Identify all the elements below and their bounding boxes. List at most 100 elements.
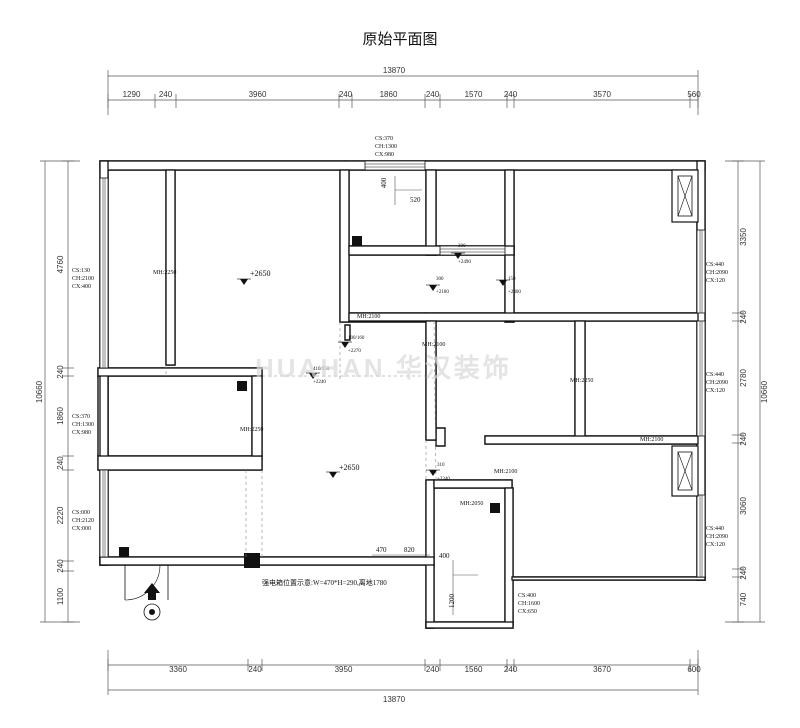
pipe-shaft-inner bbox=[677, 175, 693, 217]
column-marker bbox=[237, 381, 247, 391]
top-segment-dim: 240 bbox=[426, 90, 440, 99]
bottom-segment-dim: 240 bbox=[504, 665, 518, 674]
ceiling-height-label: 310 bbox=[437, 463, 445, 468]
windows bbox=[99, 160, 706, 578]
ceiling-height-label: +2180 bbox=[436, 290, 449, 295]
top-segment-dim: 1570 bbox=[465, 90, 483, 99]
ceiling-height-label: +2490 bbox=[458, 260, 471, 265]
bottom-segment-dim: 1560 bbox=[465, 665, 483, 674]
window-spec-note: CX:980 bbox=[375, 152, 394, 158]
left-segment-dim: 2220 bbox=[56, 506, 65, 524]
wall-block bbox=[425, 169, 437, 256]
right-segment-dim: 240 bbox=[739, 310, 748, 324]
top-segment-dim: 1860 bbox=[380, 90, 398, 99]
window-spec-note: CX:000 bbox=[72, 526, 91, 532]
ceiling-height-label: 410/250 bbox=[313, 367, 330, 372]
bottom-segment-dim: 240 bbox=[426, 665, 440, 674]
top-segment-dim: 240 bbox=[339, 90, 353, 99]
window-spec-note: CX:980 bbox=[72, 430, 91, 436]
right-segment-dim: 3350 bbox=[739, 228, 748, 246]
window-frame bbox=[99, 177, 109, 369]
local-dimension: 400 bbox=[439, 552, 450, 560]
electric-box-note: 强电箱位置示意:W=470*H=290,离地1780 bbox=[262, 578, 387, 587]
window-spec-note: CH:2090 bbox=[706, 534, 728, 540]
bottom-segment-dim: 3360 bbox=[169, 665, 187, 674]
window-spec-note: CS:440 bbox=[706, 372, 724, 378]
beam-height-label: MH:2100 bbox=[357, 314, 380, 320]
window-frame bbox=[439, 245, 506, 256]
beam-dashed-line bbox=[433, 320, 437, 481]
window-spec-note: CS:000 bbox=[72, 510, 90, 516]
wall-block bbox=[425, 479, 435, 629]
window-spec-note: CX:120 bbox=[706, 542, 725, 548]
right-total-dim: 10660 bbox=[760, 380, 769, 403]
window-spec-note: CH:1600 bbox=[518, 601, 540, 607]
top-segment-dim: 3570 bbox=[593, 90, 611, 99]
column-marker bbox=[490, 503, 500, 513]
ceiling-height-label: +2400 bbox=[508, 290, 521, 295]
wall-block bbox=[348, 312, 699, 322]
left-segment-dim: 240 bbox=[56, 365, 65, 379]
top-total-dim: 13870 bbox=[383, 66, 406, 75]
window-frame bbox=[696, 229, 706, 314]
bottom-segment-dim: 3950 bbox=[335, 665, 353, 674]
bottom-segment-dim: 3670 bbox=[593, 665, 611, 674]
right-segment-dim: 2780 bbox=[739, 369, 748, 387]
wall-block bbox=[348, 245, 515, 256]
window-frame bbox=[364, 160, 426, 171]
ceiling-height-label: +2240 bbox=[313, 380, 326, 385]
bottom-segment-dim: 600 bbox=[687, 665, 701, 674]
ceiling-height-label: 150 bbox=[508, 277, 516, 282]
right-segment-dim: 240 bbox=[739, 432, 748, 446]
elevation-marker-icon bbox=[329, 472, 337, 478]
elevation-marker-icon bbox=[429, 470, 437, 476]
bottom-total-dim: 13870 bbox=[383, 695, 406, 704]
local-dimension: 470 bbox=[376, 546, 387, 554]
left-segment-dim: 240 bbox=[56, 559, 65, 573]
elevation-marker-icon bbox=[341, 342, 349, 348]
walls bbox=[97, 160, 706, 629]
window-spec-note: CH:2090 bbox=[706, 380, 728, 386]
plan-labels: CS:370CH:1300CX:980CS:130CH:2100CX:400CS… bbox=[72, 136, 728, 615]
wall-block bbox=[425, 320, 437, 441]
window-spec-note: CS:130 bbox=[72, 268, 90, 274]
ceiling-height-label: +2340 bbox=[437, 477, 450, 482]
elevation-marker-icon bbox=[309, 373, 317, 379]
wall-block bbox=[251, 375, 263, 457]
wall-block bbox=[511, 576, 706, 581]
left-segment-dim: 1100 bbox=[56, 587, 65, 605]
wall-block bbox=[484, 435, 699, 445]
window-spec-note: CH:1300 bbox=[375, 144, 397, 150]
pipe-shaft-cross bbox=[677, 175, 693, 217]
floor-elevation-label: +2650 bbox=[339, 463, 360, 472]
floor-elevation-label: +2650 bbox=[250, 269, 271, 278]
wall-block bbox=[504, 487, 514, 626]
left-segment-dim: 4760 bbox=[56, 255, 65, 273]
top-segment-dim: 560 bbox=[687, 90, 701, 99]
wall-segment bbox=[435, 427, 446, 447]
window-spec-note: CS:370 bbox=[375, 136, 393, 142]
wall-block bbox=[97, 367, 263, 377]
window-spec-note: CX:120 bbox=[706, 388, 725, 394]
window-spec-note: CH:2120 bbox=[72, 518, 94, 524]
beam-height-label: MH:2250 bbox=[153, 270, 176, 276]
beam-height-label: MH:2250 bbox=[570, 378, 593, 384]
column-marker bbox=[119, 547, 129, 557]
wall-block bbox=[97, 455, 263, 471]
wall-block bbox=[425, 621, 514, 629]
local-dimension: 520 bbox=[410, 196, 421, 204]
elevation-marker-icon bbox=[429, 285, 437, 291]
column-marker bbox=[352, 236, 362, 246]
pipe-shaft-cross bbox=[677, 451, 693, 491]
bottom-segment-dim: 240 bbox=[248, 665, 262, 674]
electric-box bbox=[244, 553, 260, 568]
right-segment-dim: 3060 bbox=[739, 497, 748, 515]
window-frame bbox=[99, 469, 109, 558]
entry-arrow-icon bbox=[144, 583, 160, 600]
top-segment-dim: 1290 bbox=[123, 90, 141, 99]
top-segment-dim: 240 bbox=[504, 90, 518, 99]
ceiling-height-label: 300 bbox=[458, 244, 466, 249]
plan-details bbox=[119, 169, 699, 621]
right-segment-dim: 240 bbox=[739, 566, 748, 580]
